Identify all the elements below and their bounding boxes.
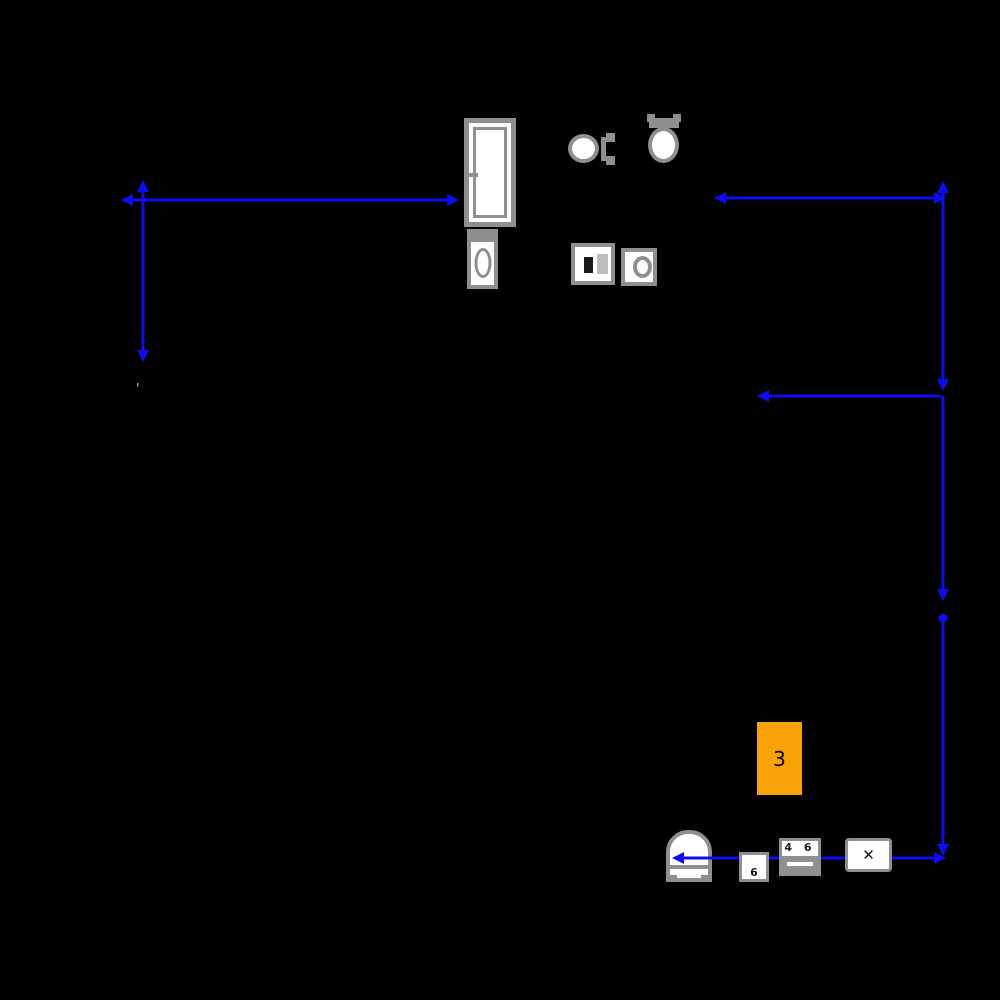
oven-shelf-line — [670, 865, 708, 869]
sink-basin-shade — [597, 254, 608, 274]
x-marked-appliance-icon: ✕ — [845, 838, 892, 872]
toilet-icon-vertical — [645, 114, 683, 164]
cooktop-slot — [787, 862, 813, 866]
toilet-bowl — [568, 134, 599, 163]
dim-line-left-vertical — [137, 180, 149, 362]
dim-line-top-left-horizontal — [121, 194, 459, 206]
toilet-icon — [467, 229, 498, 289]
small-appliance-icon: 6 — [739, 852, 769, 882]
sink-icon — [571, 243, 615, 285]
toilet-tank — [601, 137, 606, 161]
room-number: 3 — [773, 746, 786, 771]
dim-line-right-horizontal-mid — [757, 390, 941, 402]
oven-foot-icon — [701, 875, 710, 882]
sink-faucet-mark — [584, 257, 593, 273]
bathtub-drain-mark — [469, 173, 478, 177]
toilet-bowl — [474, 248, 491, 278]
stray-tick-mark: ' — [136, 382, 140, 397]
washer-drum — [633, 256, 652, 278]
cooktop-icon: 4 6 — [779, 838, 821, 876]
oven-icon — [666, 830, 712, 882]
small-appliance-label: 6 — [750, 866, 758, 879]
toilet-tank — [649, 118, 679, 128]
bathtub-icon — [464, 118, 516, 227]
toilet-tank — [471, 233, 494, 242]
x-mark-icon: ✕ — [862, 846, 875, 864]
toilet-hinge — [606, 156, 615, 165]
dim-line-right-vertical-mid — [937, 396, 949, 601]
dim-line-right-vertical-lower — [937, 618, 949, 856]
room-marker-3: 3 — [757, 722, 802, 795]
toilet-icon-horizontal — [568, 131, 616, 167]
cooktop-label: 4 6 — [782, 841, 818, 856]
bathtub-basin — [473, 127, 507, 218]
dim-line-top-right-horizontal — [714, 192, 946, 204]
washing-machine-icon — [621, 248, 657, 286]
oven-foot-icon — [668, 875, 677, 882]
dim-line-right-vertical-upper — [937, 181, 949, 391]
toilet-bowl — [648, 127, 679, 163]
toilet-hinge — [606, 133, 615, 142]
